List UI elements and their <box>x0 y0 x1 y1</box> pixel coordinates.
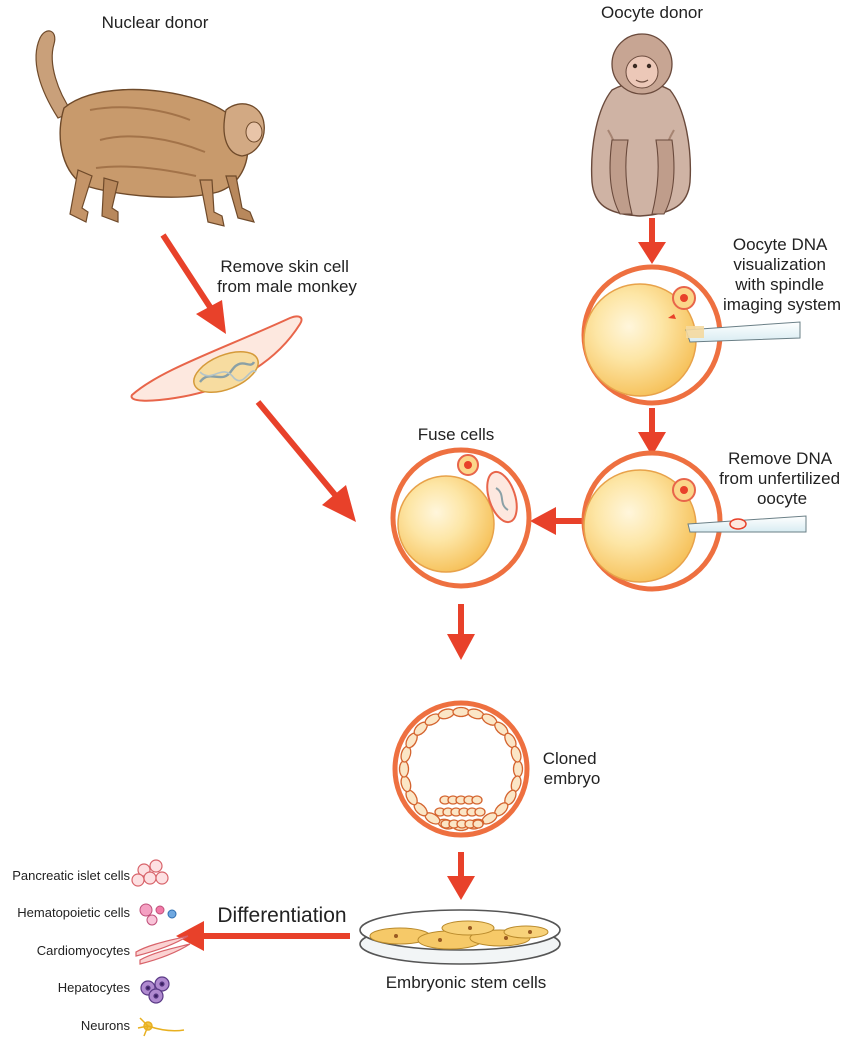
nuclear-donor-label: Nuclear donor <box>102 13 209 32</box>
hematopoietic-cells-label: Hematopoietic cells <box>17 905 130 920</box>
oocyte-dna-removal <box>581 450 807 592</box>
trophoblast-cell <box>510 745 522 763</box>
neurons-label: Neurons <box>81 1018 131 1033</box>
arrow-to-oocyte <box>638 218 666 264</box>
petri-dish <box>359 909 561 965</box>
inner-cell-mass-cell <box>472 819 484 829</box>
hepatocytes-label: Hepatocytes <box>58 980 131 995</box>
arrow-to-fuse-cells <box>255 400 356 522</box>
embryonic-stem-cells-label: Embryonic stem cells <box>386 973 547 992</box>
oocyte-donor-monkey <box>590 33 692 217</box>
nuclear-donor-monkey <box>35 30 265 227</box>
inner-cell-mass-cell <box>474 807 486 817</box>
cloned-embryo <box>392 700 530 838</box>
arrow-to-embryo <box>447 604 475 660</box>
trophoblast-cell <box>512 760 524 778</box>
oocyte-dna-visualization-label: Oocyte DNA visualization with spindle im… <box>723 235 841 314</box>
oocyte-spindle-imaging <box>581 264 801 406</box>
pancreatic-islet-icon <box>131 859 169 887</box>
hematopoietic-icon <box>139 903 177 926</box>
hepatocyte-icon <box>140 976 170 1004</box>
remove-skin-cell-label: Remove skin cell from male monkey <box>217 257 357 296</box>
cardiomyocytes-label: Cardiomyocytes <box>37 943 131 958</box>
arrow-to-enucleation <box>638 408 666 456</box>
arrow-to-stem-cells <box>447 852 475 900</box>
inner-cell-mass-cell <box>471 795 483 805</box>
differentiation-label: Differentiation <box>217 904 346 927</box>
flow-arrows <box>160 218 666 951</box>
cardiomyocyte-icon <box>135 935 191 965</box>
pancreatic-islet-cells-label: Pancreatic islet cells <box>12 868 130 883</box>
arrow-to-skin-cell <box>160 233 226 334</box>
fused-cell <box>390 447 532 589</box>
fuse-cells-label: Fuse cells <box>418 425 495 444</box>
cloned-embryo-label: Cloned embryo <box>543 749 602 788</box>
arrow-to-fused-cell <box>530 507 582 535</box>
differentiation-arrow <box>176 921 350 951</box>
trophoblast-cell <box>398 760 410 778</box>
trophoblast-cell <box>452 706 470 718</box>
remove-dna-label: Remove DNA from unfertilized oocyte <box>719 449 845 508</box>
skin-cell <box>130 315 303 402</box>
neuron-icon <box>137 1017 185 1037</box>
oocyte-donor-label: Oocyte donor <box>601 3 703 22</box>
